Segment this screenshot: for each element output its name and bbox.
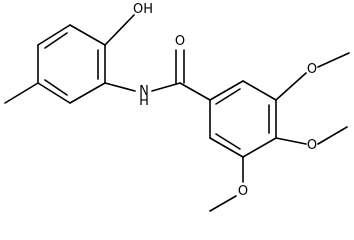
bond	[37, 24, 71, 46]
amide-nitrogen-label: N	[139, 84, 149, 99]
bond	[209, 137, 244, 158]
bond	[242, 137, 277, 158]
bond	[209, 80, 244, 101]
double-bond-inner	[44, 79, 68, 96]
molecule-structure-diagram: OH N H O O O O	[4, 2, 350, 212]
bond-to-hydroxyl	[104, 14, 135, 46]
methoxy-bond	[275, 137, 307, 145]
bond	[242, 80, 277, 101]
bond-to-nitrogen	[151, 82, 181, 92]
atom-labels: OH N H O O O O	[133, 2, 317, 199]
methoxy-oxygen-label-middle: O	[307, 138, 317, 153]
methoxy-bond	[209, 195, 237, 212]
bond	[69, 24, 106, 46]
bond	[69, 82, 106, 104]
methyl-bond	[4, 82, 39, 104]
hydroxyl-label: OH	[133, 2, 153, 17]
bond-to-nitrogen	[104, 82, 136, 92]
methoxy-bond	[317, 52, 350, 68]
amide-hydrogen-label: H	[139, 94, 149, 109]
methoxy-bond	[317, 126, 348, 145]
methoxy-bond	[275, 72, 307, 101]
methoxy-oxygen-label-top: O	[307, 62, 317, 77]
bond	[179, 82, 211, 101]
carbonyl-oxygen-label: O	[175, 34, 185, 49]
double-bond-inner	[215, 133, 241, 150]
bond	[37, 82, 71, 104]
double-bond-inner	[215, 88, 241, 105]
bonds	[4, 14, 350, 212]
methoxy-oxygen-label-bottom: O	[238, 184, 248, 199]
double-bond-inner	[44, 32, 68, 49]
